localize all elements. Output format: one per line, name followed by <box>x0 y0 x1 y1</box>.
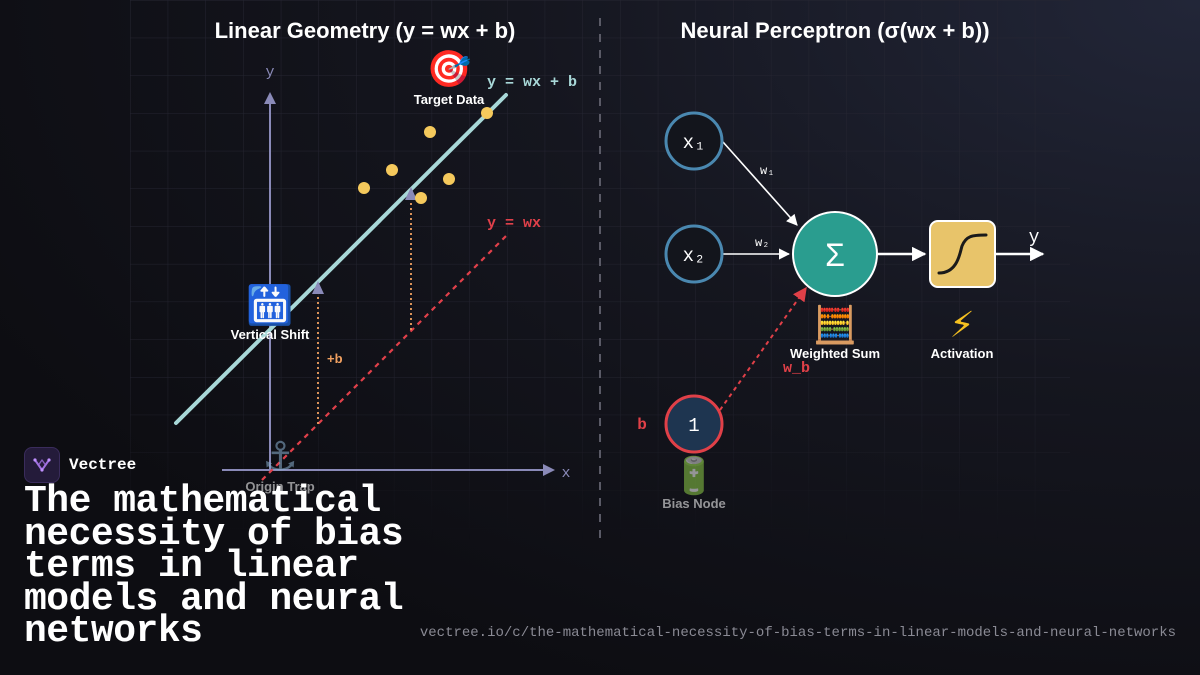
sum-symbol: Σ <box>825 237 845 273</box>
bias-node-value: 1 <box>688 415 699 437</box>
bias-node: 1 b <box>637 394 724 454</box>
sum-node: Σ <box>792 211 878 297</box>
bias-offset-label: +b <box>327 351 343 366</box>
data-point <box>481 107 493 119</box>
line-without-bias <box>261 235 507 481</box>
output-label: y <box>1029 228 1040 248</box>
origin-trap-label: Origin Trap <box>245 479 314 494</box>
data-point <box>424 126 436 138</box>
vertical-shift-callout: 🛗 Vertical Shift <box>231 283 310 342</box>
vectree-logo-icon <box>24 447 60 483</box>
page-title: The mathematical necessity of bias terms… <box>24 480 404 653</box>
axes: y x <box>222 64 571 482</box>
data-point <box>358 182 370 194</box>
line-with-bias-label: y = wx + b <box>487 74 577 91</box>
shift-arrowhead-right <box>405 187 417 200</box>
brand-name: Vectree <box>69 456 137 474</box>
activation-label: Activation <box>931 346 994 361</box>
bias-shift-arrows: +b <box>312 187 417 424</box>
x-axis-arrow <box>543 464 555 476</box>
input-node-1-circle <box>664 111 724 171</box>
sigmoid-curve-icon <box>937 233 988 275</box>
battery-icon: 🔋 <box>672 455 717 497</box>
brand: Vectree <box>24 447 136 483</box>
page-url: vectree.io/c/the-mathematical-necessity-… <box>419 625 1176 641</box>
bias-weight-label: w_b <box>783 360 810 377</box>
input-node-2-circle <box>664 224 724 284</box>
elevator-icon: 🛗 <box>246 283 293 327</box>
data-point <box>386 164 398 176</box>
input-node-1: x₁ <box>664 111 724 171</box>
vertical-shift-label: Vertical Shift <box>231 327 310 342</box>
y-axis-arrow <box>264 92 276 104</box>
data-point <box>443 173 455 185</box>
activation-node <box>929 220 996 288</box>
origin-trap-callout: ⚓ Origin Trap <box>245 434 314 494</box>
shift-arrowhead-left <box>312 281 324 294</box>
bias-node-callout: 🔋 Bias Node <box>662 455 726 511</box>
input-node-2: x₂ <box>664 224 724 284</box>
weight-1-connection <box>722 141 798 226</box>
bias-node-circle <box>664 394 724 454</box>
vectree-logo-mark <box>33 458 51 472</box>
target-data-label: Target Data <box>414 92 485 107</box>
lightning-icon: ⚡ <box>949 305 974 346</box>
target-data-callout: 🎯 Target Data <box>414 49 485 107</box>
activation-node-box <box>929 220 996 288</box>
input-node-1-label: x₁ <box>683 132 706 154</box>
bias-node-label: b <box>637 416 647 434</box>
weight-1-label: w₁ <box>760 164 774 178</box>
input-node-2-label: x₂ <box>683 245 706 267</box>
weighted-sum-callout: 🧮 Weighted Sum <box>790 304 880 361</box>
bias-weight-connection <box>719 286 807 411</box>
abacus-icon: 🧮 <box>813 304 858 346</box>
weighted-sum-label: Weighted Sum <box>790 346 880 361</box>
anchor-icon: ⚓ <box>262 434 298 480</box>
left-panel-title: Linear Geometry (y = wx + b) <box>215 18 516 43</box>
data-points <box>358 107 493 204</box>
data-point <box>415 192 427 204</box>
target-icon: 🎯 <box>427 49 472 90</box>
sum-node-circle <box>792 211 878 297</box>
activation-callout: ⚡ Activation <box>931 305 994 361</box>
line-with-bias <box>174 93 508 425</box>
x-axis-label: x <box>561 465 570 482</box>
weight-2-label: w₂ <box>755 236 769 250</box>
bias-node-caption: Bias Node <box>662 496 726 511</box>
right-panel-title: Neural Perceptron (σ(wx + b)) <box>680 18 989 43</box>
y-axis-label: y <box>265 64 274 81</box>
line-without-bias-label: y = wx <box>487 215 541 232</box>
